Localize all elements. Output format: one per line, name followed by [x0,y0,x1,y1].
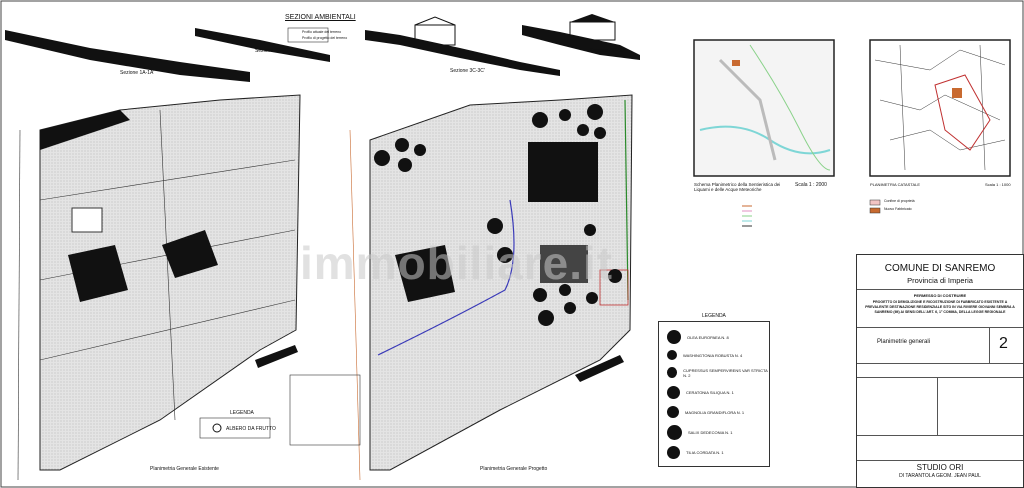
title-block: COMUNE DI SANREMO Provincia di Imperia P… [856,254,1024,488]
sheet-number: 2 [999,335,1008,352]
environmental-sections [5,14,640,82]
section-label: Sezione 2B-2B' [255,48,290,54]
studio-subtitle: DI TARANTOLA GEOM. JEAN PAUL [899,473,981,479]
schema-map-scale: Scala 1 : 2000 [795,182,827,188]
cadastral-scale: Scala 1 : 1000 [985,182,1011,187]
project-plan-title: Planimetria Generale Progetto [480,466,548,472]
drawing-title: Planimetrie generali [877,339,931,345]
legend-item: CUPRESSUS SEMPERVIRENS VAR STRICTA N. 2 [683,367,768,378]
line-legend [742,205,752,227]
sections-title: SEZIONI AMBIENTALI [285,14,356,21]
section-label: Sezione 1A-1A' [120,70,155,76]
fruit-tree-symbol [212,423,222,433]
legend-item: CERATONIA SILIQUA N. 1 [686,390,734,395]
magnolia-tree-icon [667,406,679,418]
carob-tree-icon [667,386,680,399]
permit-label: PERMESSO DI COSTRUIRE [913,293,967,298]
project-site-plan [349,94,633,481]
section-label: Sezione 4D-4D' [590,48,625,54]
section-label: Sezione 3C-3C' [450,68,485,74]
existing-site-plan [17,94,301,481]
cadastral-caption: PLANIMETRIA CATASTALE [870,182,921,187]
watermark: immobiliare.it [300,237,614,289]
fruit-tree-label: ALBERO DA FRUTTO [226,426,276,432]
cypress-tree-icon [667,367,678,378]
province: Provincia di Imperia [907,276,973,285]
legend-item: MAGNOLIA GRANDIFLORA N. 1 [685,409,745,415]
willow-tree-icon [667,425,682,440]
project-description: PROGETTO DI DEMOLIZIONE E RICOSTRUZIONE … [865,300,1015,314]
cadastral-legend-item: Confine di proprietà [884,199,915,203]
linden-tree-icon [667,446,680,459]
schema-map [693,39,835,177]
section-legend-item: Profilo di progetto del terreno [302,36,348,40]
existing-legend-title: LEGENDA [230,410,254,416]
cadastral-legend-item: Nuovo Fabbricato [884,207,912,211]
cadastral-map [869,39,1011,177]
palm-tree-icon [667,350,677,360]
legend-item: WASHINGTONIA ROBUSTA N. 4 [683,352,743,358]
schema-map-caption: Schema Planimetrico della Sentieristica … [694,182,781,192]
municipality: COMUNE DI SANREMO [884,263,996,274]
legend-item: TILIA CORDATA N. 1 [686,450,724,455]
legend-item: SALIX DEDECONIA N. 1 [688,430,733,435]
studio-name: STUDIO ORI [916,463,964,472]
section-legend-item: Profilo attuale del terreno [302,30,342,34]
tree-legend: OLEA EUROPAEA N. 8 WASHINGTONIA ROBUSTA … [658,321,770,467]
legend-item: OLEA EUROPAEA N. 8 [687,334,729,340]
olive-tree-icon [667,330,681,344]
tree-legend-title: LEGENDA [702,313,726,319]
existing-plan-title: Planimetria Generale Esistente [150,466,219,472]
